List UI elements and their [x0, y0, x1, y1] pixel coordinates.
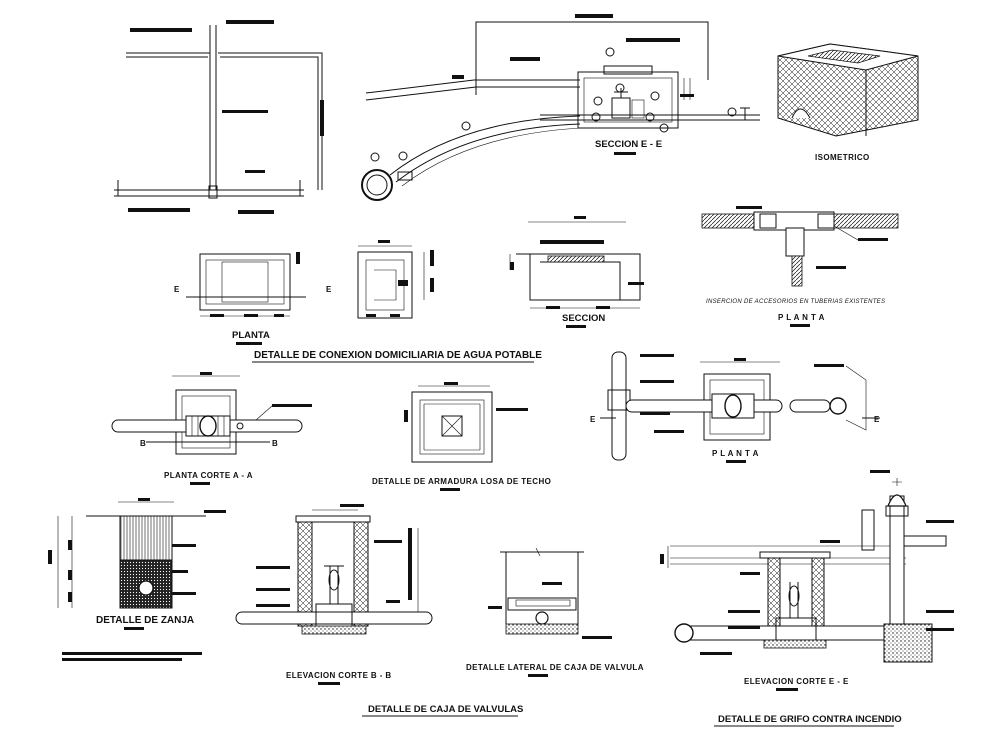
detail-insertion-accessories: INSERCION DE ACCESORIOS EN TUBERIAS EXIS…	[701, 206, 899, 327]
detail-planta-grifo: E E P L A N T A	[590, 351, 880, 463]
title-detalle-grifo: DETALLE DE GRIFO CONTRA INCENDIO	[718, 714, 902, 725]
label-detalle-zanja: DETALLE DE ZANJA	[96, 615, 194, 626]
title-detalle-conexion: DETALLE DE CONEXION DOMICILIARIA DE AGUA…	[254, 350, 542, 361]
label-planta-insercion: P L A N T A	[778, 313, 825, 322]
label-planta-corte-a-a: PLANTA CORTE A - A	[164, 471, 253, 480]
detail-plan-box-2	[357, 240, 434, 319]
label-isometrico: ISOMETRICO	[815, 153, 870, 162]
cut-label-e-grifo-left: E	[590, 415, 596, 424]
detail-lateral-caja-valvula: DETALLE LATERAL DE CAJA DE VALVULA	[466, 547, 644, 677]
label-insercion: INSERCION DE ACCESORIOS EN TUBERIAS EXIS…	[706, 299, 885, 305]
label-elevacion-b-b: ELEVACION CORTE B - B	[286, 671, 392, 680]
cut-label-b-right: B	[272, 439, 278, 448]
label-planta: PLANTA	[232, 330, 270, 341]
detail-zanja: DETALLE DE ZANJA	[48, 498, 226, 661]
detail-isometric-box: ISOMETRICO	[777, 43, 919, 162]
detail-plan-box: E E PLANTA	[174, 252, 332, 345]
label-seccion-e-e: SECCION E - E	[595, 139, 662, 150]
title-detalle-caja: DETALLE DE CAJA DE VALVULAS	[368, 704, 523, 715]
label-planta-grifo: P L A N T A	[712, 449, 759, 458]
detail-planta-corte-a-a: B B PLANTA CORTE A - A	[111, 372, 312, 485]
detail-section-e-e: SECCION E - E	[361, 14, 760, 201]
detail-armadura-losa: DETALLE DE ARMADURA LOSA DE TECHO	[372, 382, 551, 491]
cut-label-b-left: B	[140, 439, 146, 448]
label-seccion: SECCION	[562, 313, 605, 324]
cut-label-e-grifo-right: E	[874, 415, 880, 424]
cut-label-e-right: E	[326, 285, 332, 294]
label-detalle-armadura: DETALLE DE ARMADURA LOSA DE TECHO	[372, 477, 551, 486]
label-elevacion-e-e: ELEVACION CORTE E - E	[744, 677, 849, 686]
detail-section: SECCION	[509, 216, 644, 328]
detail-house-connection-elevation	[114, 20, 324, 214]
label-detalle-lateral: DETALLE LATERAL DE CAJA DE VALVULA	[466, 663, 644, 672]
cut-label-e-left: E	[174, 285, 180, 294]
detail-elevacion-e-e-hidrante: ELEVACION CORTE E - E	[660, 470, 954, 691]
detail-elevacion-b-b: ELEVACION CORTE B - B	[235, 504, 433, 685]
